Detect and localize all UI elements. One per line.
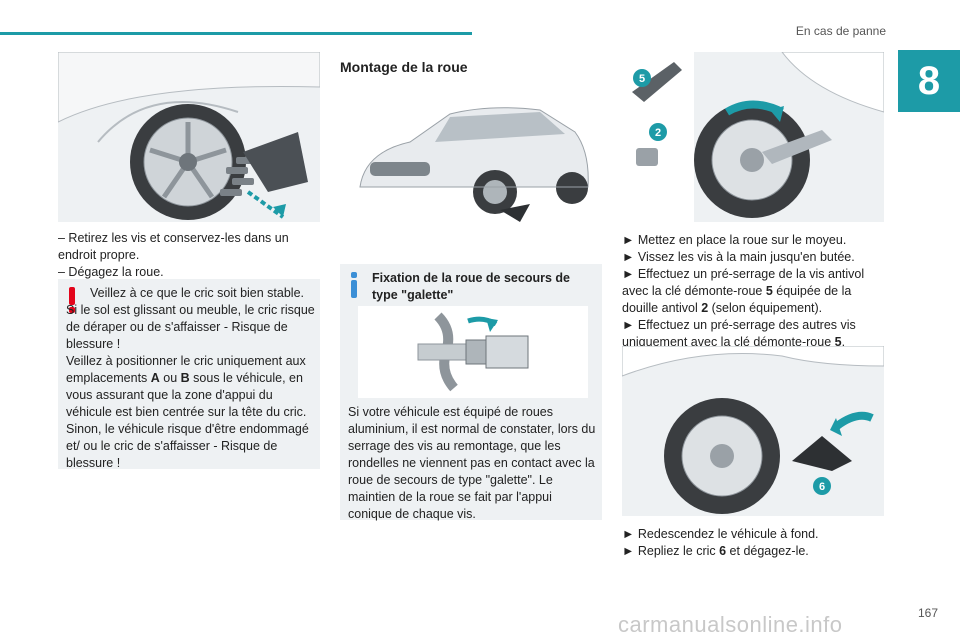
- step-antitheft-bolt: ► Effectuez un pré-serrage de la vis ant…: [622, 267, 865, 315]
- step-lower-vehicle: ► Redescendez le véhicule à fond.: [622, 527, 819, 541]
- step-remove-wheel: – Dégagez la roue.: [58, 265, 164, 279]
- step-remove-bolts: – Retirez les vis et conservez-les dans …: [58, 231, 289, 262]
- section-title: En cas de panne: [795, 24, 886, 38]
- callout-5: 5: [639, 73, 645, 85]
- watermark: carmanualsonline.info: [618, 612, 843, 637]
- warning-box: Veillez à ce que le cric soit bien stabl…: [58, 279, 320, 472]
- illustration-remove-wheel-bolts: [58, 52, 320, 222]
- chapter-number-badge: 8: [898, 50, 960, 112]
- warning-icon: [69, 287, 75, 313]
- section-heading: Montage de la roue: [340, 59, 468, 75]
- warning-line2: Veillez à positionner le cric uniquement…: [66, 354, 309, 470]
- remove-steps: – Retirez les vis et conservez-les dans …: [58, 230, 320, 281]
- illustration-fit-wheel: 5 2: [622, 52, 884, 222]
- header-accent-bar: [0, 32, 472, 35]
- callout-2: 2: [655, 127, 661, 139]
- illustration-car-on-jack: [340, 92, 602, 237]
- illustration-lower-vehicle: 6: [622, 346, 884, 516]
- illustration-spare-wheel-bolt: [358, 306, 588, 398]
- info-title: Fixation de la roue de secours de type "…: [372, 271, 570, 302]
- warning-text: Veillez à ce que le cric soit bien stabl…: [66, 285, 316, 472]
- lower-steps: ► Redescendez le véhicule à fond. ► Repl…: [622, 526, 884, 560]
- warning-line1: Veillez à ce que le cric soit bien stabl…: [66, 286, 315, 351]
- step-screw-bolts: ► Vissez les vis à la main jusqu'en buté…: [622, 250, 855, 264]
- step-fold-jack: ► Repliez le cric 6 et dégagez-le.: [622, 544, 809, 558]
- fit-steps: ► Mettez en place la roue sur le moyeu. …: [622, 232, 884, 351]
- page-number: 167: [917, 606, 938, 620]
- info-icon: [351, 272, 357, 298]
- callout-6: 6: [819, 481, 825, 493]
- step-fit-wheel: ► Mettez en place la roue sur le moyeu.: [622, 233, 847, 247]
- info-box: Fixation de la roue de secours de type "…: [340, 264, 602, 521]
- info-body: Si votre véhicule est équipé de roues al…: [348, 405, 596, 521]
